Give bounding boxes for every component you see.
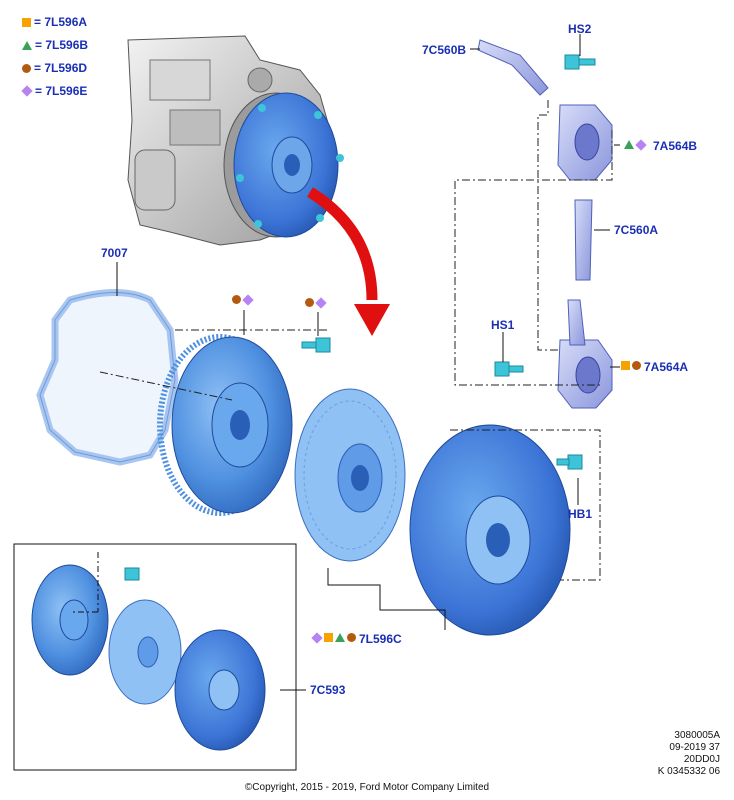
square-icon [22,17,31,27]
triangle-icon [624,140,634,149]
symbols-7a564b [624,138,647,151]
callout-hb1[interactable]: HB1 [568,507,593,521]
triangle-icon [335,633,345,642]
legend-row-7l596d: = 7L596D [22,60,87,76]
callout-7c593[interactable]: 7C593 [310,683,346,697]
triangle-icon [22,40,32,50]
square-icon [621,361,630,370]
callout-hs2[interactable]: HS2 [568,22,592,36]
symbols-7l596c [311,631,356,644]
symbols-7a564a [621,361,641,370]
bolt-flywheel [301,337,331,353]
legend-label: = 7L596A [34,15,88,29]
clutch-disc [294,388,406,562]
diamond-icon [311,631,323,644]
callout-7c560a[interactable]: 7C560A [614,223,659,237]
callout-7a564a[interactable]: 7A564A [644,360,689,374]
inset-box [13,543,297,771]
pressure-plate [409,424,571,636]
square-icon [324,633,333,642]
copyright-text: ©Copyright, 2015 - 2019, Ford Motor Comp… [244,782,490,793]
legend-label: = 7L596D [34,61,88,75]
circle-icon [305,298,314,307]
bolt-hb1 [556,454,583,470]
legend-row-7l596a: = 7L596A [22,14,87,30]
info-line: 20DD0J [683,754,720,765]
diamond-icon [21,85,33,97]
gasket-7007 [36,289,179,466]
info-line: 3080005A [674,730,720,741]
callout-hs1[interactable]: HS1 [491,318,515,332]
legend-label: = 7L596E [35,84,88,98]
diamond-icon [242,293,254,306]
slave-cylinder-bottom [557,199,613,409]
bolt-hs2 [564,54,596,70]
diamond-icon [635,138,647,151]
info-line: K 0345332 06 [657,766,720,777]
circle-icon [22,63,31,73]
symbols-bolt [305,296,327,309]
circle-icon [232,295,241,304]
legend-label: = 7L596B [35,38,89,52]
bolt-hs1 [494,361,524,377]
info-line: 09-2019 37 [669,742,720,753]
callout-7c560b[interactable]: 7C560B [422,43,467,57]
callout-7007[interactable]: 7007 [101,246,128,260]
callout-7a564b[interactable]: 7A564B [653,139,698,153]
direction-arrow [307,187,390,336]
leader-lines [116,34,620,691]
diamond-icon [315,296,327,309]
slave-cylinder-top [477,39,613,181]
callout-7l596c[interactable]: 7L596C [359,632,402,646]
symbols-flywheel [232,293,254,306]
diagram-info: 3080005A 09-2019 37 20DD0J K 0345332 06 [658,730,720,778]
engine-block [127,35,344,246]
legend-row-7l596b: = 7L596B [22,37,88,53]
flywheel [157,334,293,516]
legend-row-7l596e: = 7L596E [21,83,88,99]
connector-lines [99,100,613,581]
circle-icon [347,633,356,642]
circle-icon [632,361,641,370]
